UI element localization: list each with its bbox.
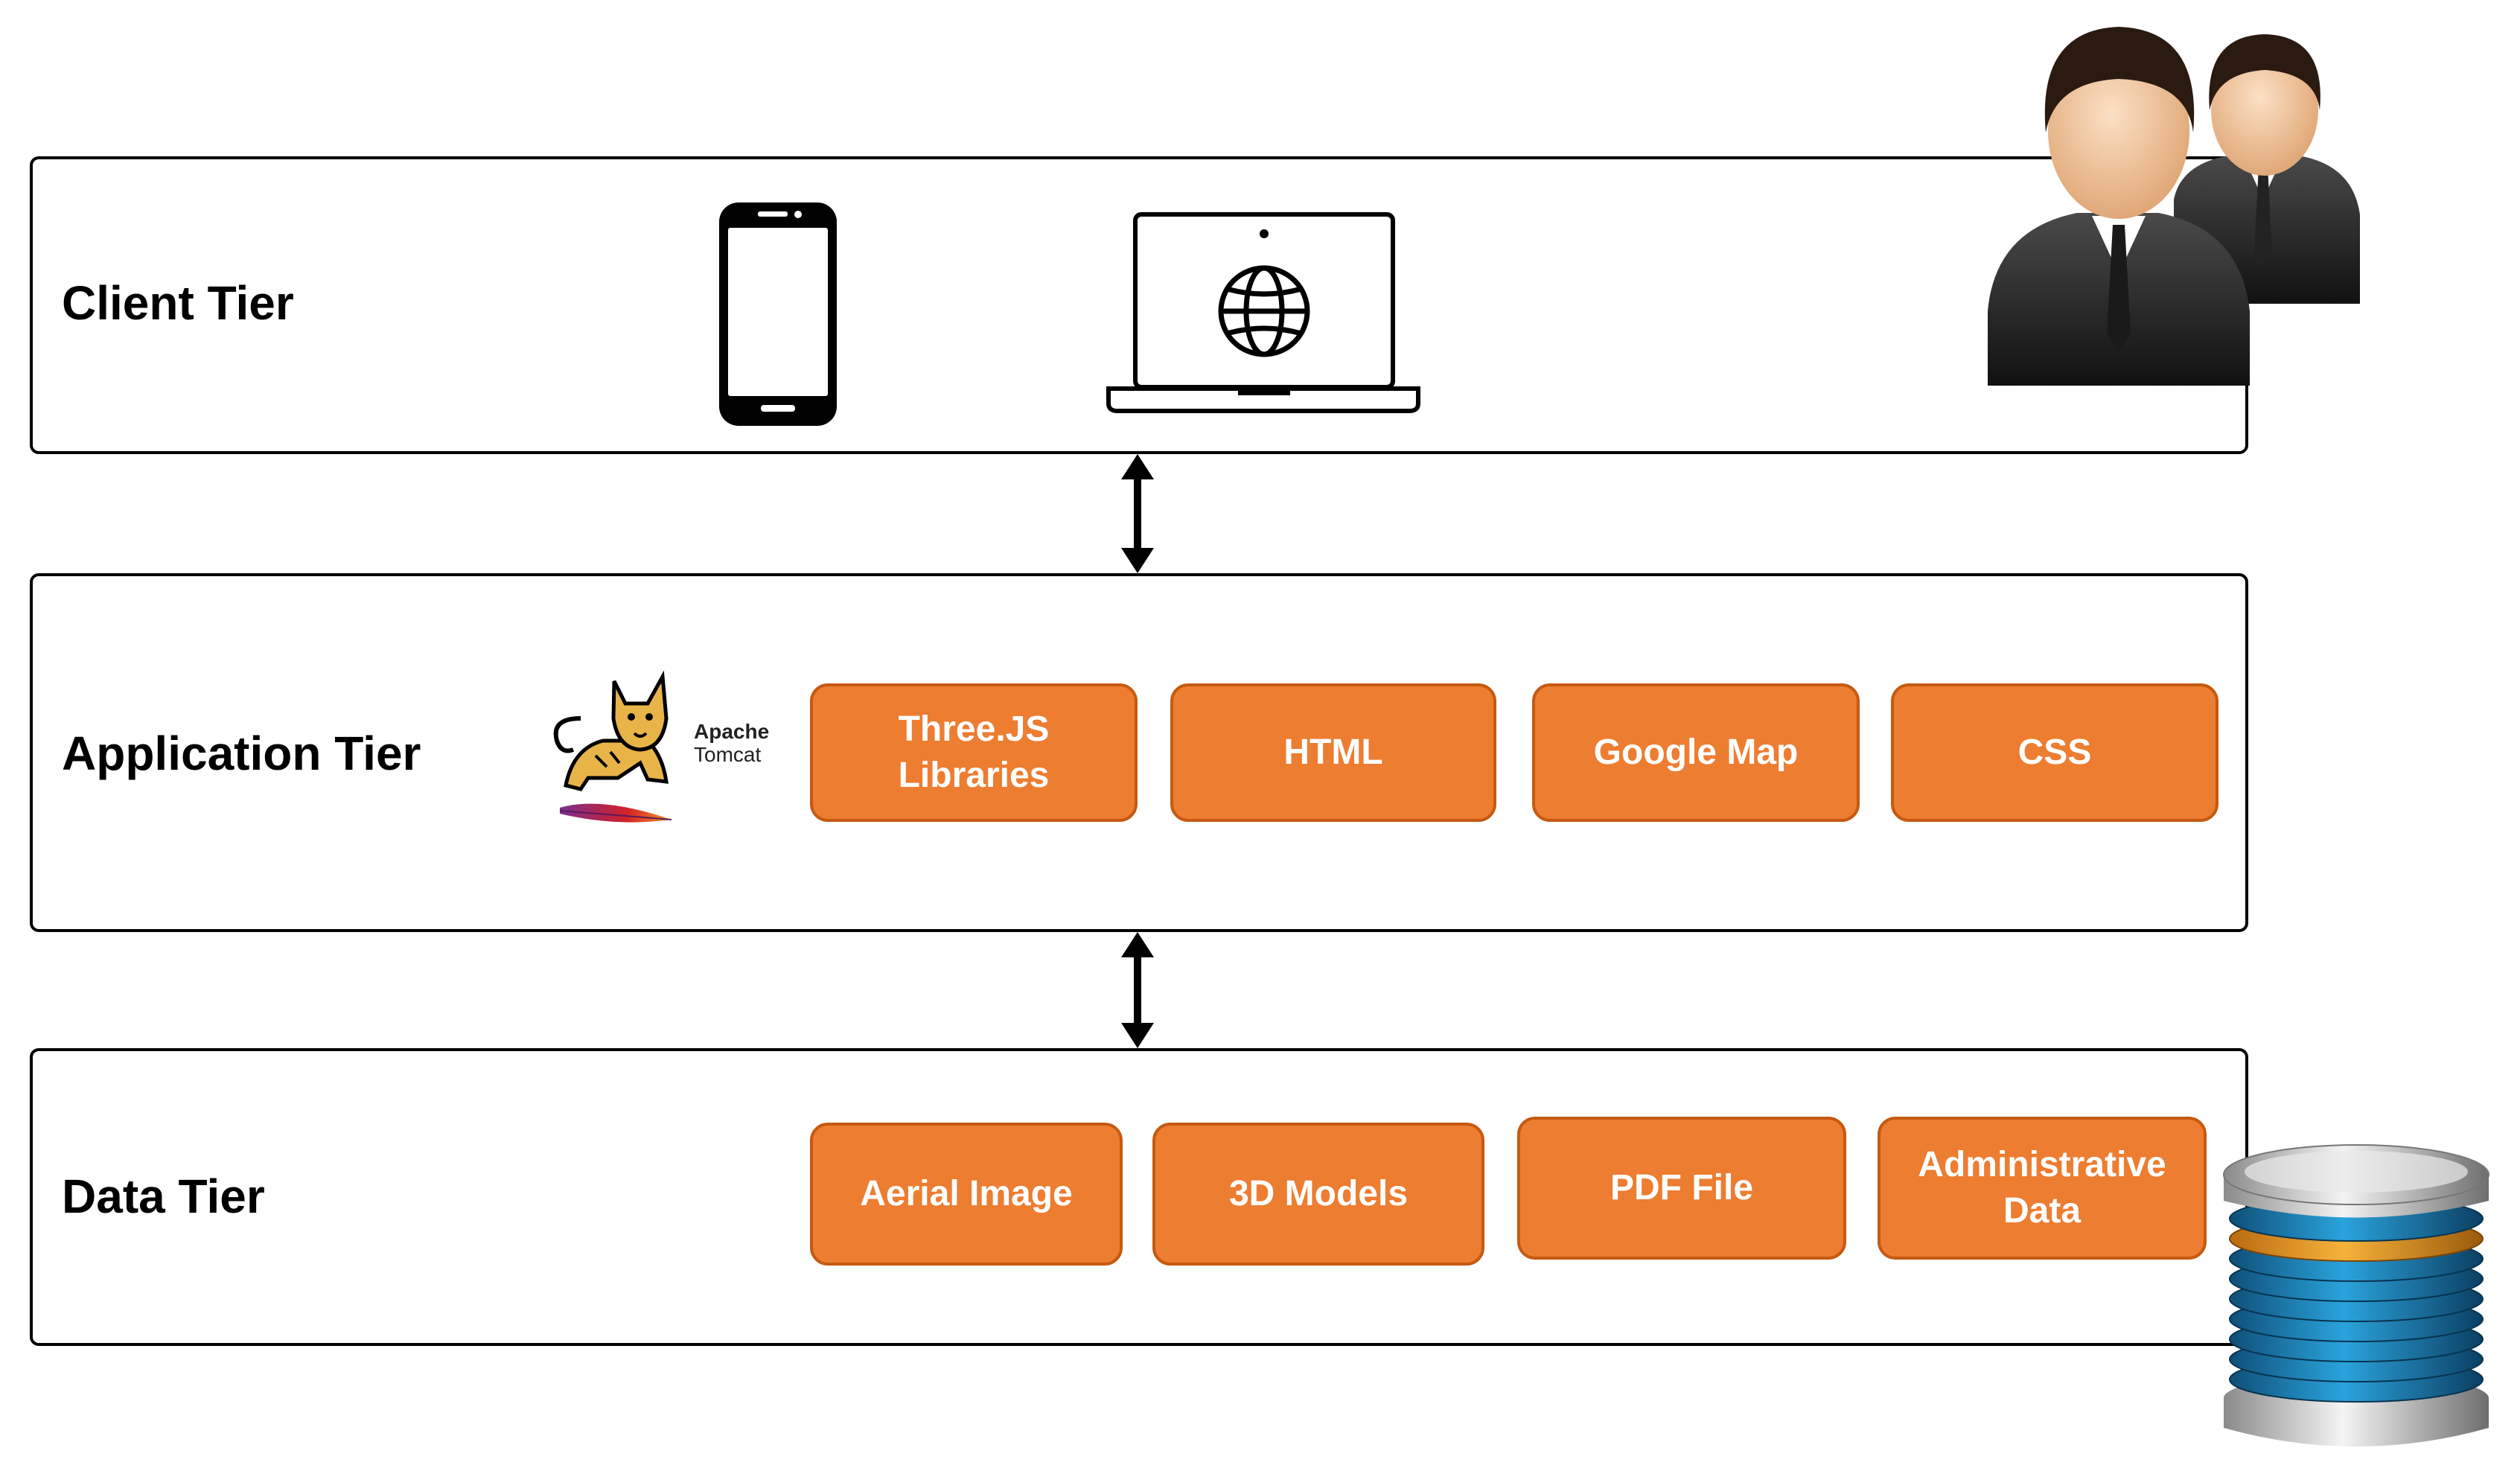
component-google-map: Google Map bbox=[1532, 683, 1860, 822]
tomcat-logo-text: Apache Tomcat bbox=[694, 720, 770, 767]
tomcat-logo-line2: Tomcat bbox=[694, 742, 762, 766]
component-threejs-libraries: Three.JS Libraries bbox=[810, 683, 1138, 822]
component-pdf-file: PDF File bbox=[1517, 1117, 1846, 1260]
user-front bbox=[1988, 27, 2250, 386]
component-html: HTML bbox=[1170, 683, 1496, 822]
database-icon bbox=[2223, 1144, 2489, 1446]
component-administrative-data: Administrative Data bbox=[1878, 1117, 2207, 1260]
laptop-globe-icon bbox=[1106, 212, 1420, 413]
component-3d-models: 3D Models bbox=[1152, 1123, 1484, 1266]
application-tier-panel bbox=[30, 573, 2248, 932]
component-css: CSS bbox=[1891, 683, 2218, 822]
tomcat-logo-line1: Apache bbox=[694, 720, 770, 743]
tomcat-logo-icon bbox=[553, 670, 669, 791]
application-tier-label: Application Tier bbox=[62, 727, 421, 780]
double-arrow-icon bbox=[1121, 454, 1154, 573]
data-tier-label: Data Tier bbox=[62, 1170, 265, 1223]
globe-icon bbox=[1218, 265, 1310, 357]
double-arrow-icon bbox=[1121, 932, 1154, 1048]
smartphone-icon bbox=[719, 202, 837, 426]
apache-feather-icon bbox=[559, 803, 672, 823]
users-icon bbox=[1988, 27, 2360, 386]
component-aerial-image: Aerial Image bbox=[810, 1123, 1123, 1266]
database-disks bbox=[2229, 1196, 2484, 1403]
client-tier-label: Client Tier bbox=[62, 276, 294, 330]
